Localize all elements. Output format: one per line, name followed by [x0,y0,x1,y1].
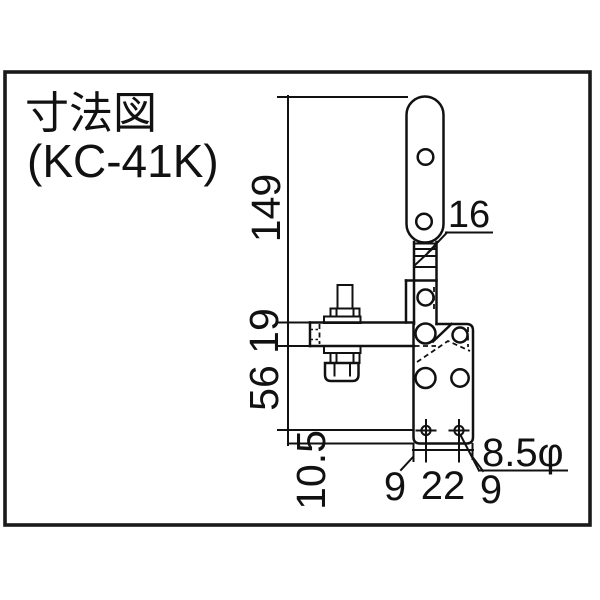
link-pivot-hole [416,288,435,307]
dim-16-leader [426,231,493,254]
base-plate [412,287,475,445]
upper-pivot-plate [404,279,438,324]
spindle-assembly [323,284,362,383]
clamp-arm [308,321,416,348]
upper-flange [323,315,362,324]
clamp-handle [405,95,445,244]
dim-label-9-left: 9 [384,465,406,509]
mounting-holes [415,419,470,463]
dim-label-19: 19 [241,308,287,354]
hidden-link-edge [416,339,471,363]
vertical-dimension-lines [277,95,414,446]
dim-label-149: 149 [243,174,289,242]
handle-hole-lower [414,212,434,231]
handle-hole-upper [416,147,435,167]
dim-label-9-right: 9 [480,468,502,512]
dim-label-16: 16 [448,194,490,236]
swivel-foot [323,361,360,383]
upper-nut [329,307,361,318]
dim-label-22: 22 [421,464,466,508]
bracket-hole-upper [451,326,469,344]
bracket-edge [431,322,454,344]
drawing-title: 寸法図 [25,89,157,138]
bracket-hole-lower [450,368,470,388]
lower-nut [329,352,361,364]
dim-label-8-5-phi: 8.5φ [482,431,564,475]
dim-label-56: 56 [241,365,287,411]
lever-pivot-hole [414,322,437,345]
model-number: (KC-41K) [27,135,219,187]
dim-label-10-5: 10.5 [288,430,334,510]
arm-pivot-hole [414,366,437,390]
bottom-dimension-lines [399,434,568,473]
lever-bar [412,240,438,326]
drawing-frame [3,70,592,527]
